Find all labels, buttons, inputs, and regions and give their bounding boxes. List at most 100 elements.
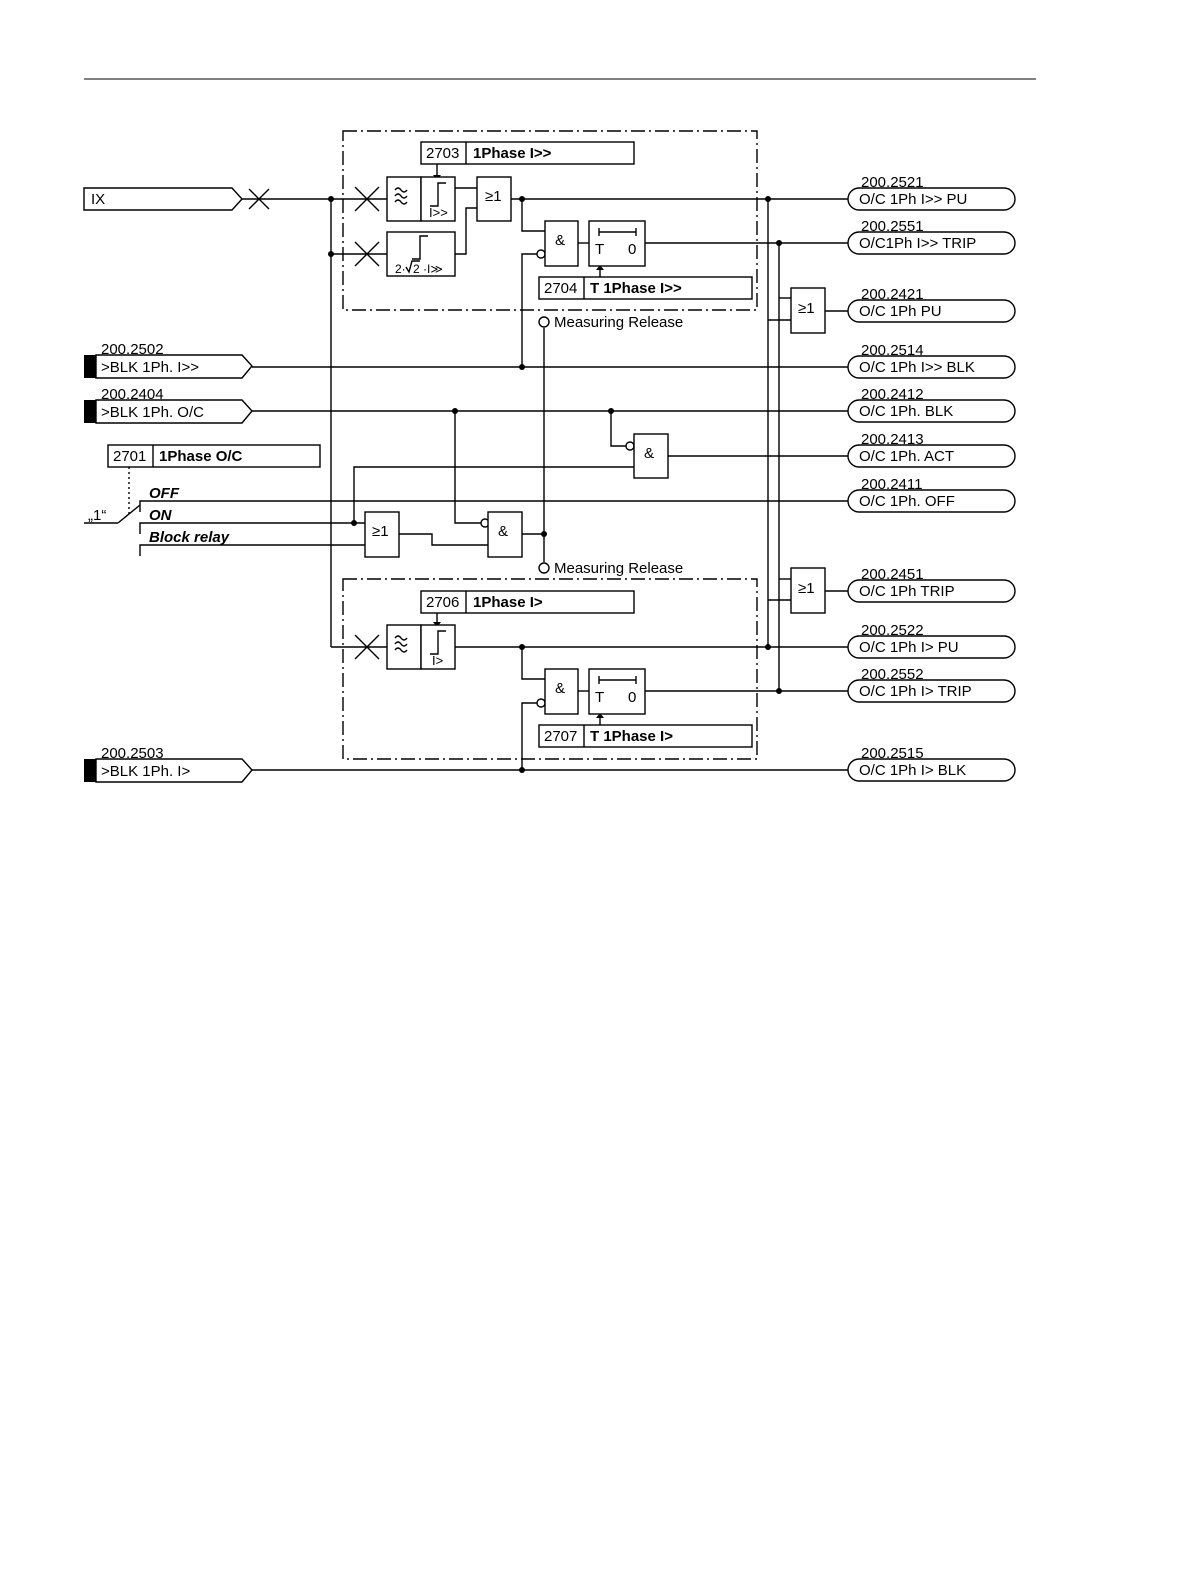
output-frame bbox=[847, 355, 1016, 379]
output-label: O/C 1Ph. ACT bbox=[859, 448, 954, 465]
input-blk-high-label: >BLK 1Ph. I>> bbox=[101, 359, 199, 376]
output-label: O/C 1Ph I>> BLK bbox=[859, 359, 975, 376]
setting-function-number: 2701 bbox=[113, 448, 146, 465]
or-gate-switch-label: ≥1 bbox=[372, 523, 389, 540]
output-frame bbox=[847, 579, 1016, 603]
inrush-root: 2 bbox=[413, 262, 420, 276]
setting-low-time-number: 2707 bbox=[544, 728, 577, 745]
timer-low-t: T bbox=[595, 689, 604, 706]
input-ix-label: IX bbox=[91, 191, 105, 208]
output-number: 200.2522 bbox=[861, 622, 924, 639]
output-frame bbox=[847, 635, 1016, 659]
measuring-release-top: Measuring Release bbox=[554, 314, 683, 331]
threshold-block-high: I>> bbox=[420, 176, 456, 222]
setting-low-time: 2707 T 1Phase I> bbox=[538, 724, 753, 748]
input-blk-low-number: 200.2503 bbox=[101, 745, 164, 762]
or-gate-pickup: ≥1 bbox=[790, 287, 826, 334]
input-ix: IX bbox=[83, 187, 243, 211]
setting-high-number: 2703 bbox=[426, 145, 459, 162]
output-label: O/C 1Ph. OFF bbox=[859, 493, 955, 510]
setting-low: 2706 1Phase I> bbox=[420, 590, 635, 614]
setting-high-label: 1Phase I>> bbox=[473, 145, 552, 162]
threshold-step-icon-low bbox=[430, 630, 446, 655]
filter-block-high bbox=[386, 176, 422, 222]
or-gate-switch: ≥1 bbox=[364, 511, 400, 558]
measuring-release-bottom: Measuring Release bbox=[554, 560, 683, 577]
and-gate-low: & bbox=[544, 668, 579, 715]
output-frame bbox=[847, 187, 1016, 211]
switch-on-label: ON bbox=[149, 507, 173, 524]
output-frame bbox=[847, 489, 1016, 513]
and-gate-active-label: & bbox=[644, 445, 654, 462]
setting-low-time-label: T 1Phase I> bbox=[590, 728, 673, 745]
or-gate-high: ≥1 bbox=[476, 176, 512, 222]
threshold-low-label: I> bbox=[432, 653, 443, 668]
input-blk-low: 200.2503 >BLK 1Ph. I> bbox=[84, 745, 253, 783]
threshold-block-low: I> bbox=[420, 624, 456, 670]
switch-block-label: Block relay bbox=[149, 529, 230, 546]
timer-low: T 0 bbox=[588, 668, 646, 715]
output-number: 200.2412 bbox=[861, 386, 924, 403]
setting-high-time-label: T 1Phase I>> bbox=[590, 280, 682, 297]
setting-low-label: 1Phase I> bbox=[473, 594, 543, 611]
low-stage-region bbox=[342, 578, 758, 760]
output-frame bbox=[847, 399, 1016, 423]
switch-constant-label: „1“ bbox=[88, 507, 106, 524]
setting-high-time: 2704 T 1Phase I>> bbox=[538, 276, 753, 300]
threshold-high-label: I>> bbox=[429, 205, 448, 220]
switch-off-label: OFF bbox=[149, 485, 180, 502]
output-number: 200.2521 bbox=[861, 174, 924, 191]
output-frame bbox=[847, 444, 1016, 468]
output-frame bbox=[847, 679, 1016, 703]
output-label: O/C 1Ph I> TRIP bbox=[859, 683, 972, 700]
setting-low-number: 2706 bbox=[426, 594, 459, 611]
threshold-step-icon bbox=[430, 182, 446, 207]
input-blk-high-number: 200.2502 bbox=[101, 341, 164, 358]
output-frame bbox=[847, 299, 1016, 323]
output-number: 200.2514 bbox=[861, 342, 924, 359]
output-frame bbox=[847, 758, 1016, 782]
output-label: O/C 1Ph PU bbox=[859, 303, 942, 320]
and-gate-high: & bbox=[544, 220, 579, 267]
setting-high: 2703 1Phase I>> bbox=[420, 141, 635, 165]
and-gate-release-label: & bbox=[498, 523, 508, 540]
output-number: 200.2552 bbox=[861, 666, 924, 683]
timer-high-t: T bbox=[595, 241, 604, 258]
filter-icon-low bbox=[394, 635, 408, 653]
input-blk-oc: 200.2404 >BLK 1Ph. O/C bbox=[84, 386, 253, 424]
filter-block-low bbox=[386, 624, 422, 670]
timer-high-0: 0 bbox=[628, 241, 636, 258]
timer-high: T 0 bbox=[588, 220, 646, 267]
output-number: 200.2515 bbox=[861, 745, 924, 762]
setting-function-label: 1Phase O/C bbox=[159, 448, 243, 465]
setting-function: 2701 1Phase O/C bbox=[107, 444, 321, 468]
and-gate-high-label: & bbox=[555, 232, 565, 249]
output-number: 200.2451 bbox=[861, 566, 924, 583]
output-label: O/C 1Ph I> PU bbox=[859, 639, 959, 656]
wires bbox=[84, 164, 848, 771]
output-number: 200.2413 bbox=[861, 431, 924, 448]
output-number: 200.2421 bbox=[861, 286, 924, 303]
and-gate-release: & bbox=[487, 511, 523, 558]
input-blk-oc-number: 200.2404 bbox=[101, 386, 164, 403]
inrush-block: 2· 2 ·I≫ bbox=[386, 231, 456, 277]
inrush-current: ·I≫ bbox=[423, 262, 443, 276]
or-gate-trip-label: ≥1 bbox=[798, 580, 815, 597]
input-blk-oc-label: >BLK 1Ph. O/C bbox=[101, 404, 204, 421]
high-stage-region bbox=[342, 130, 758, 311]
setting-high-time-number: 2704 bbox=[544, 280, 577, 297]
or-gate-high-label: ≥1 bbox=[485, 188, 502, 205]
or-gate-pickup-label: ≥1 bbox=[798, 300, 815, 317]
